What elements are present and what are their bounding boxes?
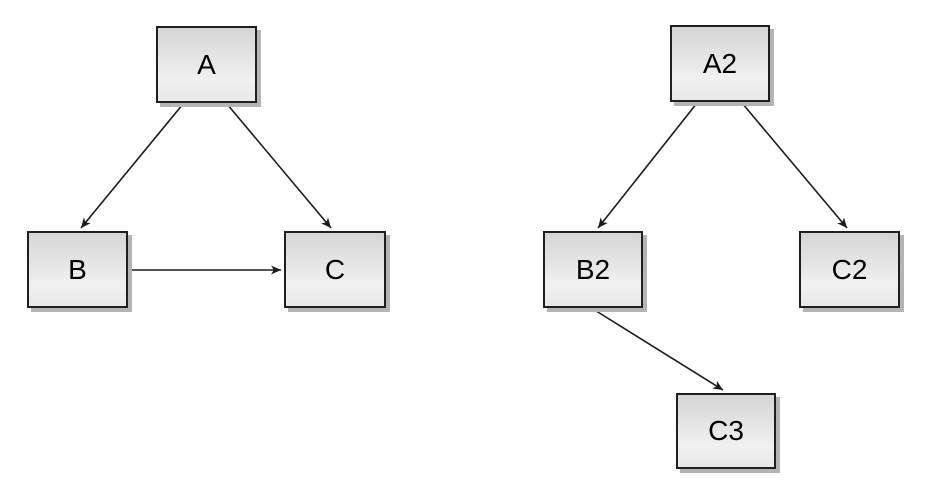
node-label: C2 xyxy=(831,253,868,285)
node-label: A xyxy=(197,48,216,80)
node-A[interactable]: A xyxy=(156,26,257,103)
node-B[interactable]: B xyxy=(27,231,128,308)
edge-A2-B2[interactable] xyxy=(597,102,698,229)
node-C2[interactable]: C2 xyxy=(799,231,900,308)
node-label: A2 xyxy=(702,47,738,79)
node-C3[interactable]: C3 xyxy=(676,393,776,469)
node-label: C xyxy=(324,253,346,285)
node-label: B2 xyxy=(575,253,611,285)
node-label: B xyxy=(68,253,87,285)
node-B2[interactable]: B2 xyxy=(543,231,643,308)
node-A2[interactable]: A2 xyxy=(670,25,770,102)
edge-A-B[interactable] xyxy=(80,103,184,229)
edge-A2-C2[interactable] xyxy=(741,102,848,229)
node-C[interactable]: C xyxy=(284,231,386,308)
edge-B2-C3[interactable] xyxy=(592,308,724,391)
node-label: C3 xyxy=(708,415,744,446)
edge-A-C[interactable] xyxy=(226,103,332,229)
